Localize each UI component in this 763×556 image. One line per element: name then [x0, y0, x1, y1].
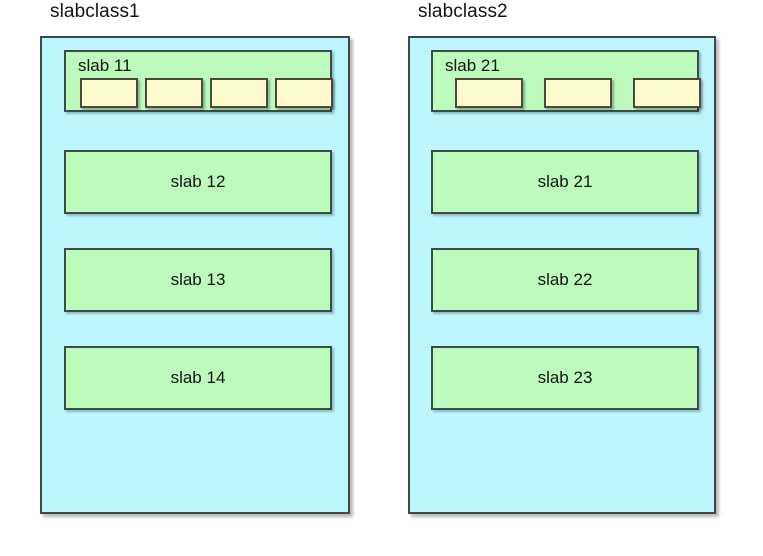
- slab-label: slab 21: [445, 56, 500, 75]
- slabclass-container: slab 21 slab 21 slab 22 slab 23: [408, 36, 716, 514]
- slab-box: slab 11: [64, 50, 333, 112]
- slabclass-title: slabclass1: [50, 1, 140, 22]
- slab-chunk: [544, 78, 612, 108]
- slab-box: slab 13: [64, 248, 332, 312]
- slab-label: slab 23: [537, 368, 593, 387]
- slab-chunk: [210, 78, 268, 108]
- slab-box: slab 14: [64, 346, 332, 410]
- slab-box: slab 21: [431, 150, 699, 214]
- slab-label: slab 11: [78, 56, 132, 75]
- slabclass-container: slab 11 slab 12 slab 13 slab 14: [40, 36, 350, 514]
- slab-label: slab 14: [170, 368, 226, 387]
- slab-box: slab 21: [431, 50, 701, 112]
- slab-chunk: [80, 78, 138, 108]
- slab-label: slab 13: [170, 270, 226, 289]
- slab-chunk: [275, 78, 333, 108]
- slabclass-column: slabclass1 slab 11 slab 12 slab 13 slab 14: [40, 2, 350, 514]
- slab-box: slab 23: [431, 346, 699, 410]
- slab-label: slab 22: [537, 270, 593, 289]
- slab-box: slab 22: [431, 248, 699, 312]
- slabclass-column: slabclass2 slab 21 slab 21 slab 22 slab 23: [408, 2, 716, 514]
- slab-box: slab 12: [64, 150, 332, 214]
- slab-chunk: [633, 78, 701, 108]
- slab-label: slab 21: [537, 172, 593, 191]
- slab-chunk: [455, 78, 523, 108]
- slab-label: slab 12: [170, 172, 226, 191]
- slab-chunk: [145, 78, 203, 108]
- slabclass-title: slabclass2: [418, 1, 508, 22]
